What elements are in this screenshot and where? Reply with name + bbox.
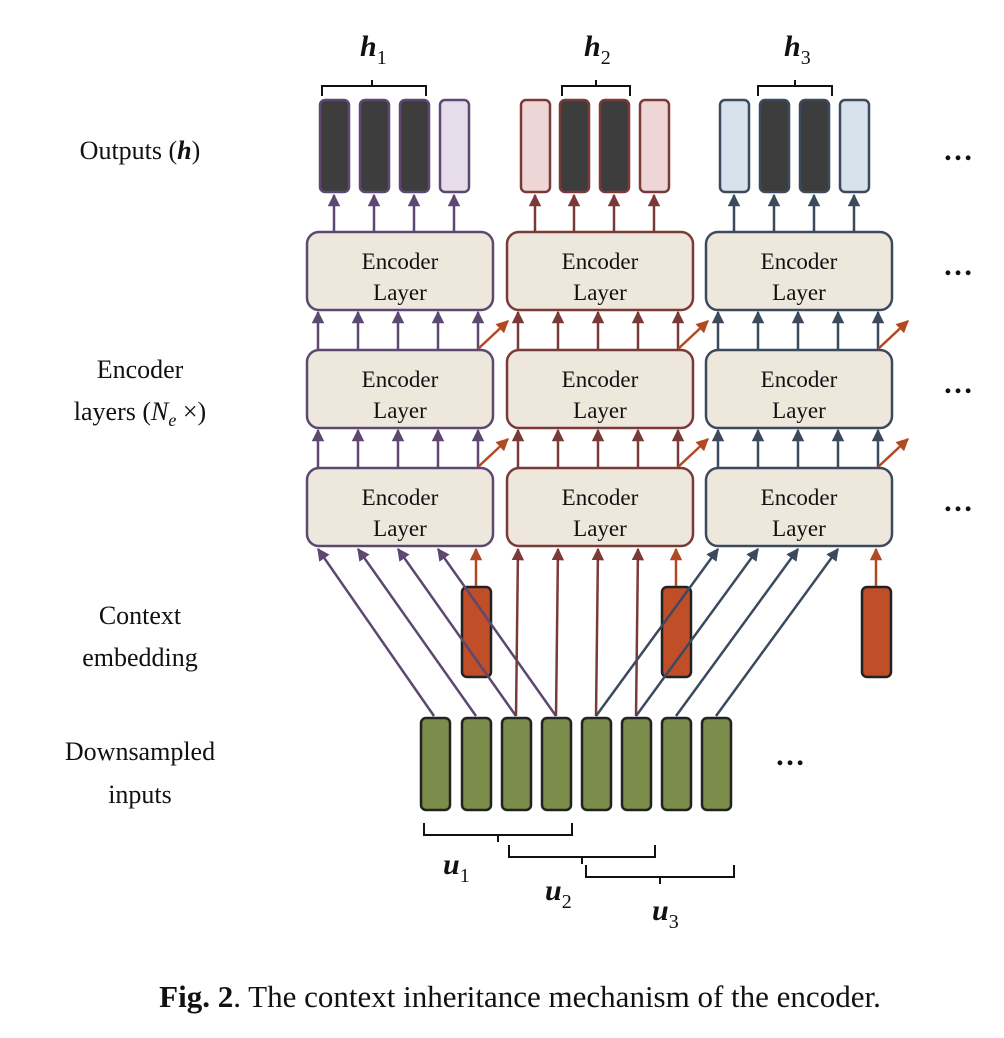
input-symbol-u3: u3 bbox=[652, 894, 679, 933]
input-brace-u1 bbox=[423, 823, 573, 842]
svg-text:Layer: Layer bbox=[373, 280, 427, 305]
input-brace-u2 bbox=[508, 845, 656, 864]
downsampled-inputs-label-line2: inputs bbox=[108, 780, 172, 809]
ellipsis-encoder-row2: … bbox=[943, 367, 973, 400]
ellipsis-encoder-row3: … bbox=[943, 485, 973, 518]
output-brace-h3 bbox=[757, 80, 833, 96]
encoder-layers-label-line1: Encoder bbox=[97, 355, 184, 384]
figure-caption: Fig. 2. The context inheritance mechanis… bbox=[159, 979, 881, 1014]
arrows-row3-to-row2 bbox=[311, 428, 909, 468]
svg-text:Encoder: Encoder bbox=[362, 485, 439, 510]
output-cell bbox=[758, 98, 791, 194]
encoder-layers-label-line2: layers (Ne ×) bbox=[74, 397, 206, 430]
input-symbol-u1: u1 bbox=[443, 848, 470, 887]
output-symbol-h2: h2 bbox=[584, 30, 611, 69]
svg-text:Encoder: Encoder bbox=[362, 249, 439, 274]
downsampled-inputs-label-line1: Downsampled bbox=[65, 737, 215, 766]
svg-text:Layer: Layer bbox=[573, 398, 627, 423]
svg-text:Layer: Layer bbox=[373, 516, 427, 541]
encoder-layer-box: Encoder Layer bbox=[305, 466, 495, 548]
output-cell bbox=[358, 98, 391, 194]
input-cell bbox=[620, 716, 653, 812]
svg-text:Layer: Layer bbox=[772, 516, 826, 541]
encoder-layer-box: Encoder Layer bbox=[704, 230, 894, 312]
encoder-layer-box: Encoder Layer bbox=[305, 348, 495, 430]
svg-text:Layer: Layer bbox=[573, 280, 627, 305]
output-symbol-h1: h1 bbox=[360, 30, 387, 69]
output-brace-h2 bbox=[561, 80, 631, 96]
svg-text:Encoder: Encoder bbox=[562, 485, 639, 510]
input-brace-u3 bbox=[585, 865, 735, 884]
context-embedding-label-line2: embedding bbox=[82, 643, 198, 672]
input-cell bbox=[700, 716, 733, 812]
svg-text:Encoder: Encoder bbox=[761, 485, 838, 510]
svg-text:Encoder: Encoder bbox=[362, 367, 439, 392]
encoder-layer-box: Encoder Layer bbox=[505, 230, 695, 312]
output-cell bbox=[438, 98, 471, 194]
svg-text:Encoder: Encoder bbox=[761, 249, 838, 274]
svg-text:Encoder: Encoder bbox=[562, 367, 639, 392]
input-cell bbox=[580, 716, 613, 812]
encoder-layer-box: Encoder Layer bbox=[505, 466, 695, 548]
output-symbol-h3: h3 bbox=[784, 30, 811, 69]
output-cell bbox=[558, 98, 591, 194]
input-cell bbox=[419, 716, 452, 812]
output-cells bbox=[318, 98, 871, 194]
svg-text:Layer: Layer bbox=[772, 398, 826, 423]
outputs-label: Outputs (h) bbox=[80, 136, 201, 165]
encoder-layer-box: Encoder Layer bbox=[305, 230, 495, 312]
encoder-layer-box: Encoder Layer bbox=[505, 348, 695, 430]
output-cell bbox=[838, 98, 871, 194]
output-cell bbox=[598, 98, 631, 194]
output-cell bbox=[398, 98, 431, 194]
encoder-layer-box: Encoder Layer bbox=[704, 348, 894, 430]
ellipsis-encoder-row1: … bbox=[943, 249, 973, 282]
output-cell bbox=[638, 98, 671, 194]
ellipsis-outputs: … bbox=[943, 134, 973, 167]
context-arrows bbox=[469, 547, 883, 586]
context-embedding-label-line1: Context bbox=[99, 601, 182, 630]
output-cell bbox=[718, 98, 751, 194]
input-cell bbox=[460, 716, 493, 812]
context-embedding-cell bbox=[460, 585, 493, 679]
downsampled-inputs bbox=[419, 716, 733, 812]
input-arrows bbox=[316, 547, 840, 717]
svg-text:Layer: Layer bbox=[573, 516, 627, 541]
ellipsis-inputs: … bbox=[775, 739, 805, 772]
input-cell bbox=[540, 716, 573, 812]
input-symbol-u2: u2 bbox=[545, 874, 572, 913]
output-cell bbox=[318, 98, 351, 194]
svg-text:Encoder: Encoder bbox=[761, 367, 838, 392]
arrows-row2-to-row1 bbox=[311, 310, 909, 350]
input-cell bbox=[500, 716, 533, 812]
encoder-layer-box: Encoder Layer bbox=[704, 466, 894, 548]
svg-text:Layer: Layer bbox=[373, 398, 427, 423]
arrows-to-outputs bbox=[327, 193, 861, 232]
svg-text:Layer: Layer bbox=[772, 280, 826, 305]
output-cell bbox=[519, 98, 552, 194]
svg-text:Encoder: Encoder bbox=[562, 249, 639, 274]
context-embedding-cell bbox=[860, 585, 893, 679]
output-cell bbox=[798, 98, 831, 194]
output-brace-h1 bbox=[321, 80, 427, 96]
input-cell bbox=[660, 716, 693, 812]
context-embeddings bbox=[460, 585, 893, 679]
context-embedding-cell bbox=[660, 585, 693, 679]
